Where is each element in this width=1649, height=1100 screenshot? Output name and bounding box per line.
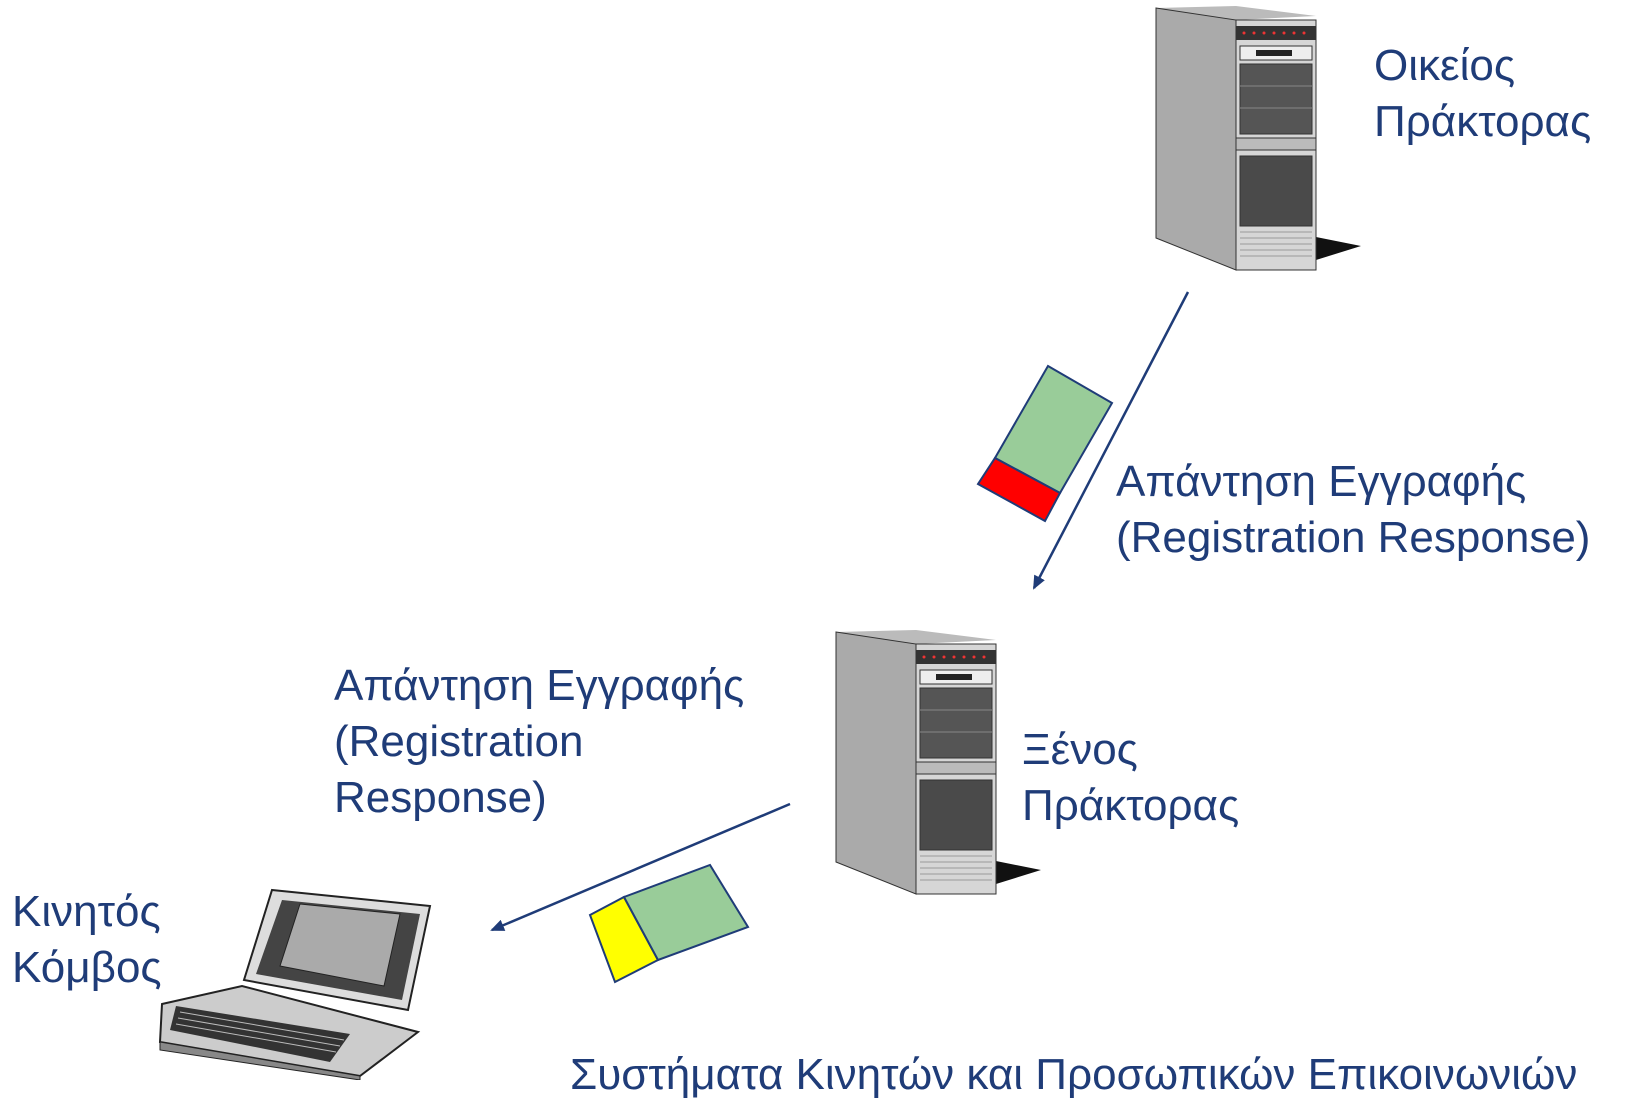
server-tower-icon <box>1155 5 1362 271</box>
response-label-1-line2: (Registration Response) <box>1116 513 1591 562</box>
mobile-node-label-line1: Κινητός <box>12 887 161 936</box>
arrow-home-to-foreign <box>1032 291 1190 590</box>
response-label-1: Απάντηση Εγγραφής (Registration Response… <box>1116 454 1590 566</box>
registration-packet-1 <box>976 364 1114 523</box>
response-label-2-line2: (Registration <box>334 717 584 766</box>
response-label-2-line3: Response) <box>334 773 547 822</box>
footer-title: Συστήματα Κινητών και Προσωπικών Επικοιν… <box>570 1050 1578 1099</box>
foreign-agent-label-line1: Ξένος <box>1022 725 1138 774</box>
laptop-icon <box>158 888 432 1080</box>
response-label-2-line1: Απάντηση Εγγραφής <box>334 661 745 710</box>
home-agent-label-line2: Πράκτορας <box>1374 97 1592 146</box>
mobile-node-label: Κινητός Κόμβος <box>12 884 162 996</box>
registration-packet-2 <box>588 863 750 984</box>
response-label-2: Απάντηση Εγγραφής (Registration Response… <box>334 658 744 826</box>
arrow-foreign-to-mobile <box>490 802 791 932</box>
server-tower-icon <box>835 629 1042 895</box>
foreign-agent-label: Ξένος Πράκτορας <box>1022 722 1239 834</box>
foreign-agent-label-line2: Πράκτορας <box>1022 781 1240 830</box>
mobile-node-label-line2: Κόμβος <box>12 943 162 992</box>
home-agent-label-line1: Οικείος <box>1374 41 1516 90</box>
home-agent-label: Οικείος Πράκτορας <box>1374 38 1591 150</box>
response-label-1-line1: Απάντηση Εγγραφής <box>1116 457 1527 506</box>
